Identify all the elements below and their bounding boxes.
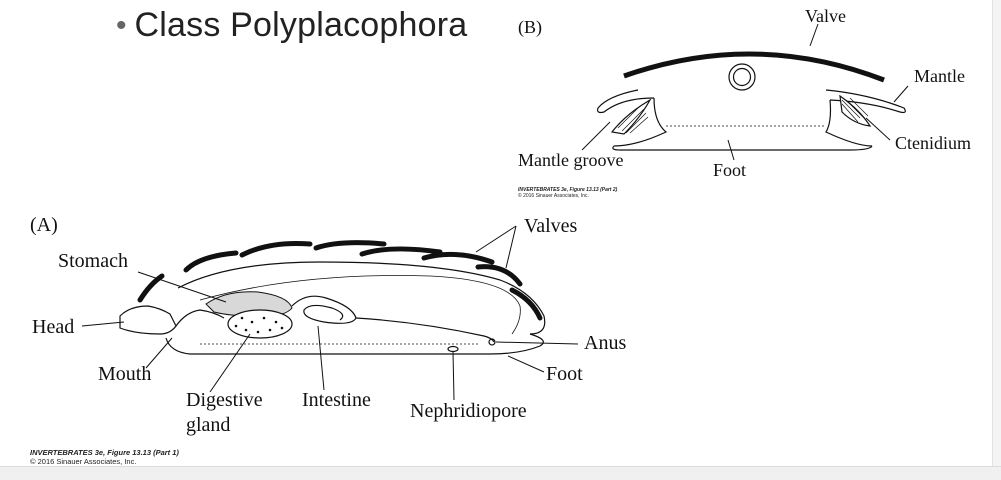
label-mantle-groove: Mantle groove xyxy=(518,150,624,170)
leader-mantle xyxy=(893,85,909,103)
head-outline xyxy=(119,305,177,335)
digestive-gland-shape xyxy=(227,309,293,339)
mantle-left-outline xyxy=(597,89,655,114)
leader-foot-a xyxy=(507,355,545,373)
label-anus: Anus xyxy=(584,332,627,354)
leader-intestine xyxy=(317,325,325,391)
scrollbar-track[interactable] xyxy=(992,0,1001,466)
intestine-tail xyxy=(355,317,495,343)
ctenidium-left xyxy=(610,98,652,135)
credit-b: INVERTEBRATES 3e, Figure 13.13 (Part 2) … xyxy=(518,187,618,200)
label-stomach: Stomach xyxy=(58,250,128,272)
valve-plate-2 xyxy=(183,250,239,273)
leader-digestive-gland xyxy=(209,333,251,393)
valve-plate-1 xyxy=(137,273,165,303)
credit-b-line-1: INVERTEBRATES 3e, Figure 13.13 (Part 2) xyxy=(518,187,618,193)
valve-shape xyxy=(623,51,885,83)
nerve-cord-outer xyxy=(728,63,756,91)
cross-section-drawing xyxy=(597,51,906,151)
mantle-right-outline xyxy=(825,89,906,114)
valve-plate-3 xyxy=(239,241,313,258)
valve-plate-8 xyxy=(509,287,543,321)
side-view-leaders xyxy=(81,225,579,401)
leader-valves-2 xyxy=(505,225,517,269)
foot-outline xyxy=(612,145,873,151)
label-mantle: Mantle xyxy=(914,66,965,86)
credit-a-line-1: INVERTEBRATES 3e, Figure 13.13 (Part 1) xyxy=(30,448,179,457)
valve-plate-6 xyxy=(421,251,495,265)
slide-title-row: • Class Polyplacophora xyxy=(116,6,467,45)
body-left-side xyxy=(613,97,668,147)
digestive-gland-dots xyxy=(234,316,284,334)
leader-nephridiopore xyxy=(452,351,455,401)
bottom-strip xyxy=(0,466,1001,480)
foot-sole xyxy=(165,333,544,355)
nerve-cord-inner xyxy=(732,67,752,87)
label-nephridiopore: Nephridiopore xyxy=(410,400,527,422)
radula-tube xyxy=(175,309,225,327)
credit-a-line-2: © 2016 Sinauer Associates, Inc. xyxy=(30,456,137,466)
label-foot-a: Foot xyxy=(546,363,583,385)
side-view-drawing xyxy=(119,240,546,355)
body-outline xyxy=(177,261,546,335)
label-mouth: Mouth xyxy=(98,363,152,385)
label-head: Head xyxy=(32,316,75,338)
panel-a-tag: (A) xyxy=(30,214,58,236)
label-valve: Valve xyxy=(805,6,846,26)
label-digestive-gland-line-2: gland xyxy=(186,414,231,436)
anus-shape xyxy=(488,338,496,346)
valve-plates xyxy=(137,240,543,321)
slide-title: Class Polyplacophora xyxy=(134,6,468,44)
nephridiopore-shape xyxy=(447,345,459,353)
label-digestive-gland-line-1: Digestive xyxy=(186,389,263,411)
credit-a: INVERTEBRATES 3e, Figure 13.13 (Part 1) … xyxy=(30,448,179,466)
ctenidium-right-lamellae xyxy=(841,97,869,123)
valve-plate-5 xyxy=(359,246,443,257)
leader-head xyxy=(81,321,125,327)
leader-mouth xyxy=(145,337,173,369)
leader-valves-1 xyxy=(475,225,517,253)
leader-valve xyxy=(809,23,819,47)
valve-plate-7 xyxy=(475,264,523,287)
ctenidium-right xyxy=(839,94,872,127)
body-right-side xyxy=(825,99,873,147)
leader-ctenidium xyxy=(865,117,891,141)
leader-anus xyxy=(495,341,579,345)
label-valves: Valves xyxy=(524,215,578,237)
intestine-loop xyxy=(291,295,357,324)
label-foot-b: Foot xyxy=(713,160,747,180)
credit-b-line-2: © 2016 Sinauer Associates, Inc. xyxy=(518,192,589,199)
bullet-icon: • xyxy=(116,8,127,42)
cross-section-leaders xyxy=(581,23,909,161)
valve-plate-4 xyxy=(313,240,387,251)
panel-b-tag: (B) xyxy=(518,17,542,37)
leader-foot-b xyxy=(727,139,735,161)
mantle-inner-line xyxy=(199,275,521,335)
label-ctenidium: Ctenidium xyxy=(895,133,971,153)
ctenidium-left-lamellae xyxy=(617,105,649,134)
label-intestine: Intestine xyxy=(302,389,371,411)
leader-mantle-groove xyxy=(581,121,611,151)
leader-stomach xyxy=(137,271,227,303)
